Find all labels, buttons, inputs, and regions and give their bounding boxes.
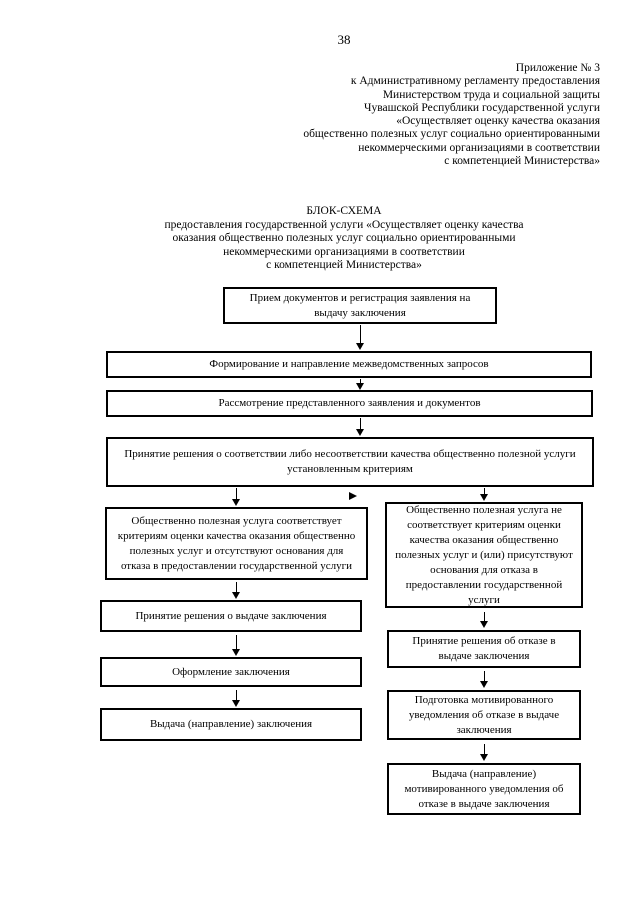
node-decision-issue: Принятие решения о выдаче заключения [100,600,362,632]
arrow-down-icon [480,612,489,628]
arrow-down-icon [232,488,241,506]
header-line: с компетенцией Министерства» [444,155,600,168]
node-prepare-refusal-notice: Подготовка мотивированного уведомления о… [387,690,581,740]
node-label: Оформление заключения [172,665,290,678]
header-line: некоммерческими организациями в соответс… [358,141,600,154]
node-label: Выдача (направление) мотивированного уве… [404,767,564,810]
node-service-compliant: Общественно полезная услуга соответствуе… [105,507,368,580]
node-review-application: Рассмотрение представленного заявления и… [106,390,593,417]
node-label: Рассмотрение представленного заявления и… [218,397,481,409]
node-label: Принятие решения о выдаче заключения [135,609,327,622]
arrow-down-icon [356,418,365,436]
node-issue-conclusion: Выдача (направление) заключения [100,708,362,741]
header-line: общественно полезных услуг социально ори… [303,128,600,141]
flowchart-title: БЛОК-СХЕМА предоставления государственно… [88,205,600,273]
node-decision-refuse: Принятие решения об отказе в выдаче закл… [387,630,581,668]
header-line: к Административному регламенту предостав… [350,75,600,88]
arrow-down-icon [232,635,241,656]
header-line: «Осуществляет оценку качества оказания [396,115,600,128]
page-number: 38 [337,32,351,47]
title-line: оказания общественно полезных услуг соци… [172,232,516,244]
node-label: Прием документов и регистрация заявления… [249,291,471,319]
node-label: Принятие решения о соответствии либо нес… [124,448,576,475]
title-line: предоставления государственной услуги «О… [164,218,524,231]
title-line: некоммерческими организациями в соответс… [223,245,465,258]
arrow-down-icon [232,582,241,599]
node-decision-compliance: Принятие решения о соответствии либо нес… [106,437,594,487]
node-label: Общественно полезная услуга соответствуе… [117,514,356,572]
arrow-right-icon [349,492,357,500]
arrow-down-icon [480,744,489,761]
title-line: с компетенцией Министерства» [266,259,422,271]
node-label: Принятие решения об отказе в выдаче закл… [412,635,556,662]
node-label: Общественно полезная услуга не соответст… [395,503,573,606]
node-label: Подготовка мотивированного уведомления о… [408,693,560,736]
node-issue-refusal-notice: Выдача (направление) мотивированного уве… [387,763,581,815]
arrow-down-icon [356,325,365,350]
flowchart-title-heading: БЛОК-СХЕМА [306,205,382,217]
node-label: Формирование и направление межведомствен… [209,358,489,370]
arrow-down-icon [480,671,489,688]
node-interagency-requests: Формирование и направление межведомствен… [106,351,592,378]
header-line: Чувашской Республики государственной усл… [364,101,600,114]
appendix-header: Приложение № 3 к Административному регла… [303,62,600,168]
arrow-down-icon [232,690,241,707]
node-service-noncompliant: Общественно полезная услуга не соответст… [385,502,583,608]
node-accept-documents: Прием документов и регистрация заявления… [223,287,497,324]
header-line: Приложение № 3 [515,62,600,74]
node-prepare-conclusion: Оформление заключения [100,657,362,687]
node-label: Выдача (направление) заключения [149,718,313,730]
arrow-down-icon [356,379,365,390]
header-line: Министерством труда и социальной защиты [382,88,600,101]
arrow-down-icon [480,488,489,501]
